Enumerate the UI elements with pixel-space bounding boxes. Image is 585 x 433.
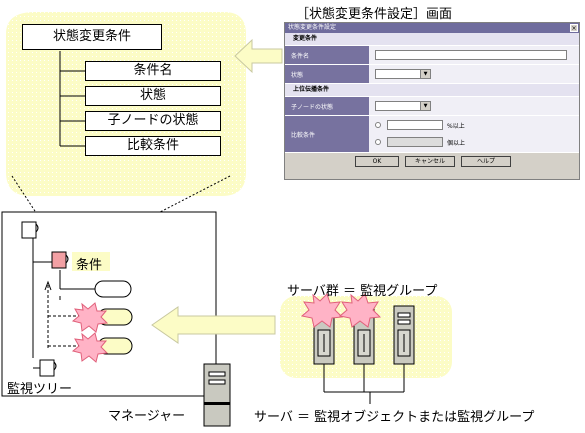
compare-percent-unit: %以上 xyxy=(447,123,465,130)
state-select[interactable]: ▼ xyxy=(375,69,431,79)
monitor-tree-box xyxy=(1,211,217,397)
condition-label: 条件 xyxy=(76,258,103,273)
state-label: 状態 xyxy=(285,65,369,83)
dialog-titlebar: 状態変更条件設定 × xyxy=(285,23,579,33)
condition-item-compare: 比較条件 xyxy=(85,136,221,156)
compare-percent-input[interactable] xyxy=(387,120,443,130)
compare-count-input[interactable] xyxy=(387,137,443,147)
child-state-label: 子ノードの状態 xyxy=(285,97,369,115)
cancel-button[interactable]: キャンセル xyxy=(405,156,455,167)
condition-item-name: 条件名 xyxy=(85,61,221,81)
ok-button[interactable]: OK xyxy=(355,156,399,167)
alert-burst-tree-1 xyxy=(71,302,109,333)
manager-server-icon xyxy=(203,363,231,427)
child-state-select[interactable]: ▼ xyxy=(375,101,431,111)
condition-item-child-state: 子ノードの状態 xyxy=(85,111,221,131)
monitor-tree-label: 監視ツリー xyxy=(7,382,73,397)
dialog-section-propagation: 上位伝播条件 xyxy=(285,84,579,97)
dialog-title: 状態変更条件設定 xyxy=(288,24,337,31)
condition-item-state: 状態 xyxy=(85,86,221,106)
close-icon[interactable]: × xyxy=(570,24,578,32)
manager-label: マネージャー xyxy=(108,409,186,424)
leaf-node-normal xyxy=(94,280,132,298)
compare-percent-radio[interactable] xyxy=(375,122,381,128)
chevron-down-icon: ▼ xyxy=(420,70,430,78)
alert-burst-server-1 xyxy=(300,293,344,328)
help-button[interactable]: ヘルプ xyxy=(461,156,511,167)
server-to-tree-arrow xyxy=(151,306,276,344)
server-label: サーバ ＝ 監視オブジェクトまたは監視グループ xyxy=(254,410,535,425)
compare-label: 比較条件 xyxy=(285,116,369,152)
chevron-down-icon: ▼ xyxy=(420,102,430,110)
alert-burst-tree-2 xyxy=(71,332,109,363)
dialog-caption: ［状態変更条件設定］画面 xyxy=(296,7,453,22)
dialog-section-change: 変更条件 xyxy=(285,33,579,46)
condition-name-label: 条件名 xyxy=(285,46,369,64)
server-group-label: サーバ群 ＝ 監視グループ xyxy=(287,284,438,299)
condition-tree-lines xyxy=(59,51,85,147)
condition-settings-dialog: 状態変更条件設定 × 変更条件 条件名 状態 ▼ 上位伝播条件 子ノードの状態 … xyxy=(284,22,580,180)
condition-root-box: 状態変更条件 xyxy=(22,24,162,50)
condition-name-input[interactable] xyxy=(375,50,567,60)
server-icon-3 xyxy=(393,305,415,365)
compare-count-unit: 個以上 xyxy=(447,140,466,147)
compare-count-radio[interactable] xyxy=(375,139,381,145)
dialog-to-panel-arrow xyxy=(234,38,283,74)
condition-node xyxy=(51,251,69,269)
alert-burst-server-2 xyxy=(338,293,382,328)
